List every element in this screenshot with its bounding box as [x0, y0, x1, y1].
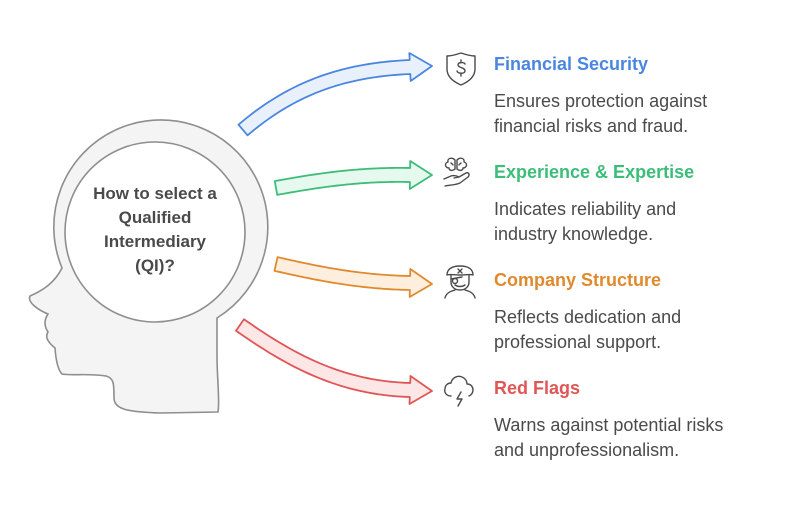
central-question-line: Qualified — [118, 208, 192, 227]
mind-circle — [64, 141, 246, 323]
description-line: Ensures protection against — [494, 91, 708, 111]
description-line: Warns against potential risks — [494, 415, 724, 435]
item-title: Red Flags — [494, 378, 581, 398]
arrow-company-structure — [273, 256, 433, 298]
description-line: professional support. — [494, 332, 662, 352]
description-line: financial risks and fraud. — [494, 116, 689, 136]
pirate-icon — [444, 265, 476, 299]
description-line: and unprofessionalism. — [494, 440, 680, 460]
item-description: Indicates reliability and industry knowl… — [494, 197, 784, 247]
central-question-line: Intermediary — [103, 232, 207, 251]
arrow-experience-expertise — [273, 160, 433, 196]
shield-dollar-icon — [446, 52, 476, 86]
item-description: Warns against potential risks and unprof… — [494, 413, 784, 463]
item-description: Reflects dedication and professional sup… — [494, 305, 784, 355]
brain-hand-icon — [443, 157, 470, 187]
central-question: How to select a Qualified Intermediary (… — [70, 182, 240, 278]
central-question-line: (QI)? — [135, 256, 175, 275]
storm-cloud-icon — [444, 375, 474, 407]
description-line: Reflects dedication and — [494, 307, 682, 327]
item-description: Ensures protection against financial ris… — [494, 89, 784, 139]
central-question-line: How to select a — [93, 184, 217, 203]
item-title: Company Structure — [494, 270, 662, 290]
description-line: Indicates reliability and — [494, 199, 677, 219]
item-title: Financial Security — [494, 54, 649, 74]
description-line: industry knowledge. — [494, 224, 654, 244]
arrow-financial-security — [237, 52, 433, 137]
item-title: Experience & Expertise — [494, 162, 695, 182]
arrow-red-flags — [235, 318, 433, 405]
